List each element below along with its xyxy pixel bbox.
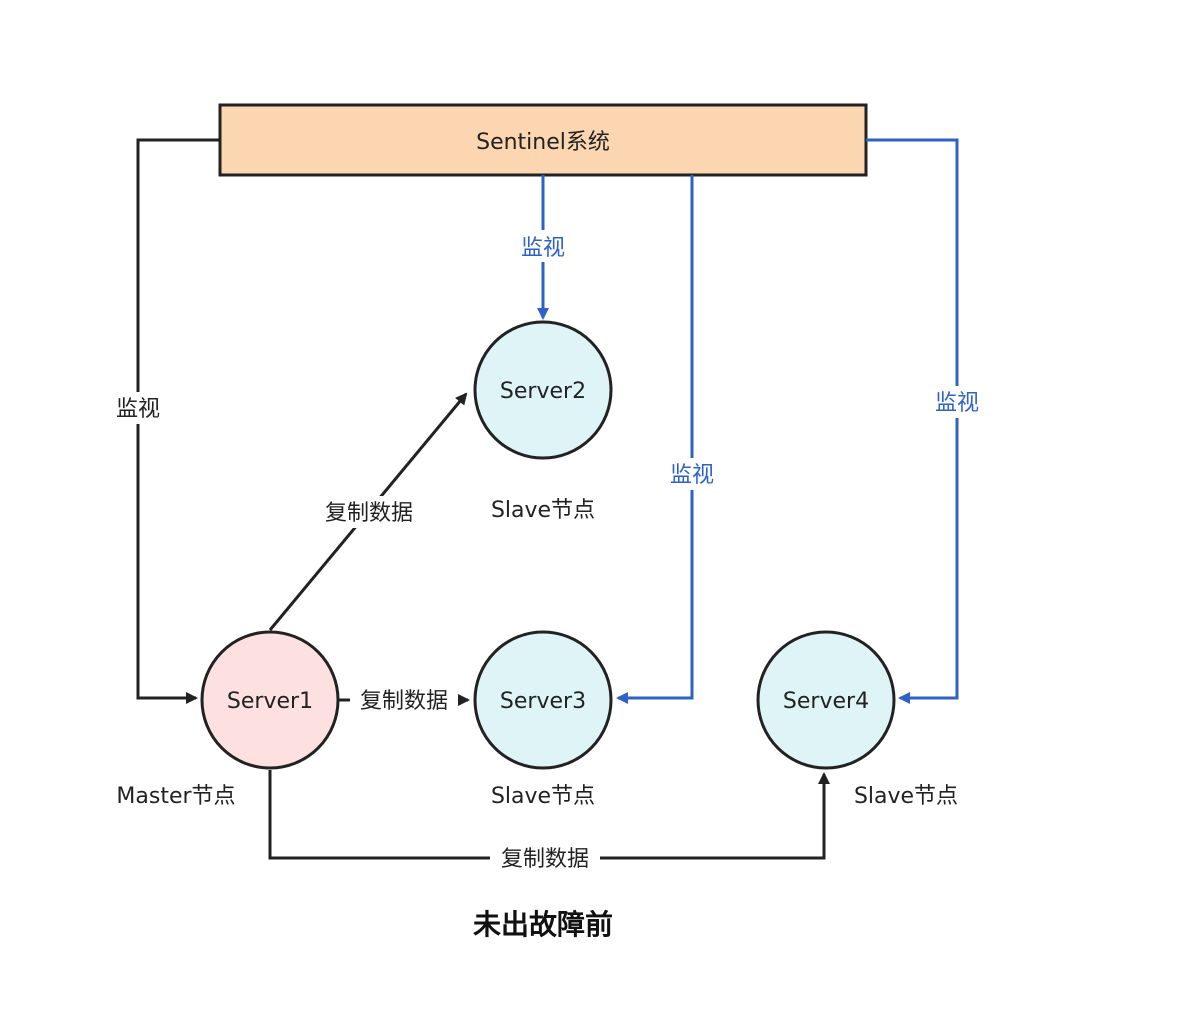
- monitor-edge-server3: [616, 175, 694, 704]
- replicate-label-server3: 复制数据: [360, 689, 448, 714]
- sentinel-label: Sentinel系统: [476, 130, 610, 155]
- monitor-label-server3: 监视: [670, 463, 714, 488]
- replicate-label-bg-server4: [490, 842, 600, 874]
- monitor-label-server4: 监视: [935, 391, 979, 416]
- monitor-label-server1: 监视: [116, 397, 160, 422]
- server3-label: Server3: [500, 689, 586, 714]
- replicate-label-bg-server3: [350, 684, 458, 716]
- server2-node: [473, 320, 613, 460]
- replicate-label-bg-server2: [314, 496, 424, 528]
- monitor-label-bg-server3: [662, 458, 722, 490]
- monitor-edge-server4: [866, 138, 959, 704]
- server2-label: Server2: [500, 379, 586, 404]
- server4-node: [756, 630, 896, 770]
- monitor-label-bg-server1: [108, 392, 168, 424]
- server2-role: Slave节点: [491, 498, 595, 523]
- monitor-label-bg-server4: [927, 386, 987, 418]
- server4-label: Server4: [783, 689, 869, 714]
- monitor-label-bg-server2: [513, 230, 573, 262]
- server3-role: Slave节点: [491, 784, 595, 809]
- server3-node: [473, 630, 613, 770]
- sentinel-box: [218, 103, 868, 177]
- server1-node: [200, 630, 340, 770]
- diagram-caption: 未出故障前: [473, 908, 613, 941]
- replicate-label-server2: 复制数据: [325, 501, 413, 526]
- replicate-label-server4: 复制数据: [501, 847, 589, 872]
- server1-role: Master节点: [116, 784, 235, 809]
- server1-label: Server1: [227, 689, 313, 714]
- monitor-label-server2: 监视: [521, 236, 565, 261]
- server4-role: Slave节点: [854, 784, 958, 809]
